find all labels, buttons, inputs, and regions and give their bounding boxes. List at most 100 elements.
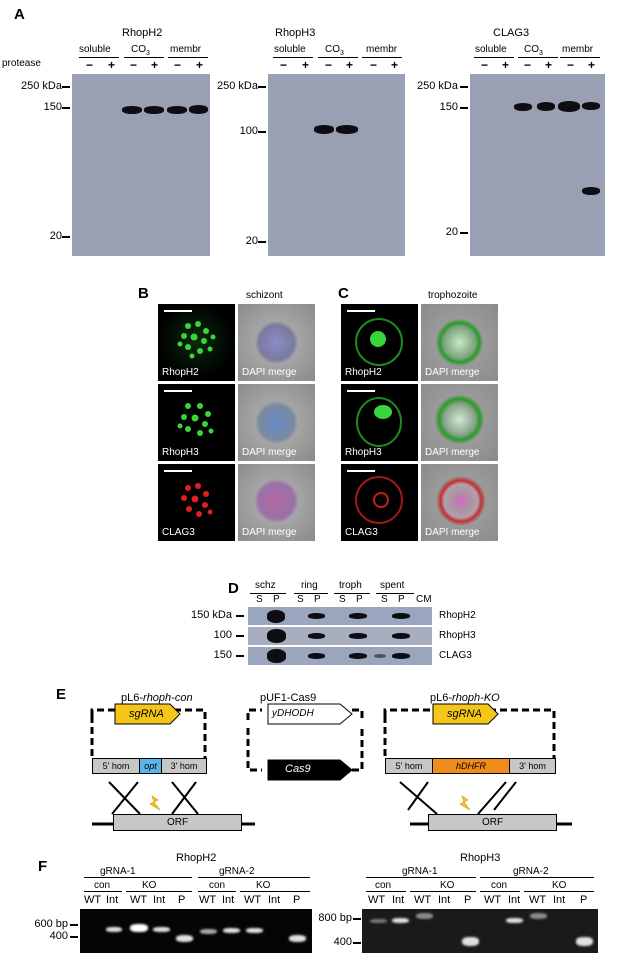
ko-label: KO bbox=[256, 880, 271, 891]
plasmid-backbone-cas9 bbox=[246, 708, 364, 720]
fraction-soluble: soluble bbox=[79, 44, 111, 55]
lane-s: S bbox=[297, 594, 304, 605]
d-protein-rhoph2: RhopH2 bbox=[439, 610, 476, 621]
band bbox=[308, 633, 325, 639]
fraction-membr: membr bbox=[562, 44, 594, 55]
underline bbox=[294, 593, 328, 594]
underline bbox=[560, 57, 600, 58]
underline bbox=[480, 877, 594, 878]
cas9-label: Cas9 bbox=[285, 763, 311, 775]
group-ring: ring bbox=[301, 580, 318, 591]
troph-rhoph3-merge-image: DAPI merge bbox=[421, 384, 498, 461]
grna2-label: gRNA-2 bbox=[513, 866, 549, 877]
hom3-box-ko: 3' hom bbox=[509, 758, 556, 774]
ko-label: KO bbox=[142, 880, 157, 891]
lane-s: S bbox=[381, 594, 388, 605]
scale-bar bbox=[347, 390, 375, 392]
underline bbox=[366, 891, 406, 892]
lane-p: P bbox=[356, 594, 363, 605]
panel-a-label: A bbox=[14, 6, 25, 23]
scale-bar bbox=[164, 310, 192, 312]
minus-sign: − bbox=[325, 58, 333, 72]
panel-d-label: D bbox=[228, 580, 239, 597]
crossover-line bbox=[477, 781, 507, 815]
marker-150: 150 bbox=[439, 101, 458, 113]
band bbox=[582, 187, 600, 195]
band bbox=[267, 649, 286, 663]
blot-title-rhoph2: RhopH2 bbox=[122, 27, 163, 39]
band bbox=[392, 633, 410, 639]
lane-int: Int bbox=[438, 894, 451, 906]
ko-label: KO bbox=[440, 880, 455, 891]
lane-int: Int bbox=[508, 894, 521, 906]
gel-band bbox=[392, 918, 409, 923]
crossover-line bbox=[171, 781, 197, 815]
grna1-label: gRNA-1 bbox=[100, 866, 136, 877]
underline bbox=[518, 57, 558, 58]
western-blot-rhoph2 bbox=[72, 74, 210, 256]
tick bbox=[353, 942, 361, 944]
band bbox=[267, 629, 286, 643]
plasmid-backbone-con bbox=[90, 708, 207, 758]
image-label: RhopH3 bbox=[162, 447, 199, 458]
plus-sign: + bbox=[545, 58, 553, 72]
band bbox=[336, 125, 358, 134]
crossover-line bbox=[493, 781, 517, 811]
plus-sign: + bbox=[391, 58, 399, 72]
plasmid-con-title: pL6-rhoph-con bbox=[121, 692, 193, 704]
plus-sign: + bbox=[196, 58, 204, 72]
blot-title-rhoph3: RhopH3 bbox=[275, 27, 316, 39]
pcr-gel-rhoph2 bbox=[80, 909, 312, 953]
underline bbox=[79, 57, 119, 58]
tick bbox=[236, 615, 244, 617]
scale-bar bbox=[347, 470, 375, 472]
lane-p: P bbox=[178, 894, 186, 906]
underline bbox=[480, 891, 520, 892]
underline bbox=[410, 891, 476, 892]
underline bbox=[366, 877, 476, 878]
tick bbox=[70, 936, 78, 938]
minus-sign: − bbox=[567, 58, 575, 72]
panel-b-label: B bbox=[138, 285, 149, 302]
band bbox=[144, 106, 164, 114]
scale-bar bbox=[164, 470, 192, 472]
f-title-rhoph3: RhopH3 bbox=[460, 852, 501, 864]
sgrna-arrow-con bbox=[114, 703, 181, 725]
gel-band bbox=[106, 927, 122, 932]
ko-label: KO bbox=[552, 880, 567, 891]
marker-20: 20 bbox=[245, 235, 258, 247]
fraction-membr: membr bbox=[170, 44, 202, 55]
underline bbox=[126, 891, 192, 892]
fluorescence-dots bbox=[177, 403, 214, 436]
gel-band bbox=[370, 919, 387, 923]
tick bbox=[460, 107, 468, 109]
blot-title-clag3: CLAG3 bbox=[493, 27, 530, 39]
gel-band bbox=[462, 937, 479, 946]
band bbox=[514, 103, 532, 111]
minus-sign: − bbox=[174, 58, 182, 72]
lane-p: P bbox=[398, 594, 405, 605]
image-label: DAPI merge bbox=[242, 447, 297, 458]
schizont-clag3-image: CLAG3 bbox=[158, 464, 235, 541]
marker-150: 150 bbox=[43, 101, 62, 113]
trophozoite-title: trophozoite bbox=[428, 290, 478, 301]
lane-wt: WT bbox=[414, 894, 432, 906]
marker-20: 20 bbox=[445, 226, 458, 238]
lane-int: Int bbox=[553, 894, 566, 906]
marker-250: 250 kDa bbox=[417, 80, 458, 92]
underline bbox=[362, 57, 402, 58]
band bbox=[267, 610, 285, 623]
tick bbox=[62, 107, 70, 109]
scale-bar bbox=[347, 310, 375, 312]
sgrna-label-con: sgRNA bbox=[129, 708, 164, 720]
lane-cm: CM bbox=[416, 594, 432, 605]
orf-box-ko: ORF bbox=[428, 814, 557, 831]
plus-sign: + bbox=[502, 58, 510, 72]
underline bbox=[334, 593, 370, 594]
scale-bar bbox=[164, 390, 192, 392]
fraction-co3: CO3 bbox=[325, 44, 344, 57]
fraction-soluble: soluble bbox=[274, 44, 306, 55]
d-marker-150kda: 150 kDa bbox=[191, 609, 232, 621]
fluorescence-cell bbox=[355, 476, 403, 524]
image-label: DAPI merge bbox=[425, 527, 480, 538]
